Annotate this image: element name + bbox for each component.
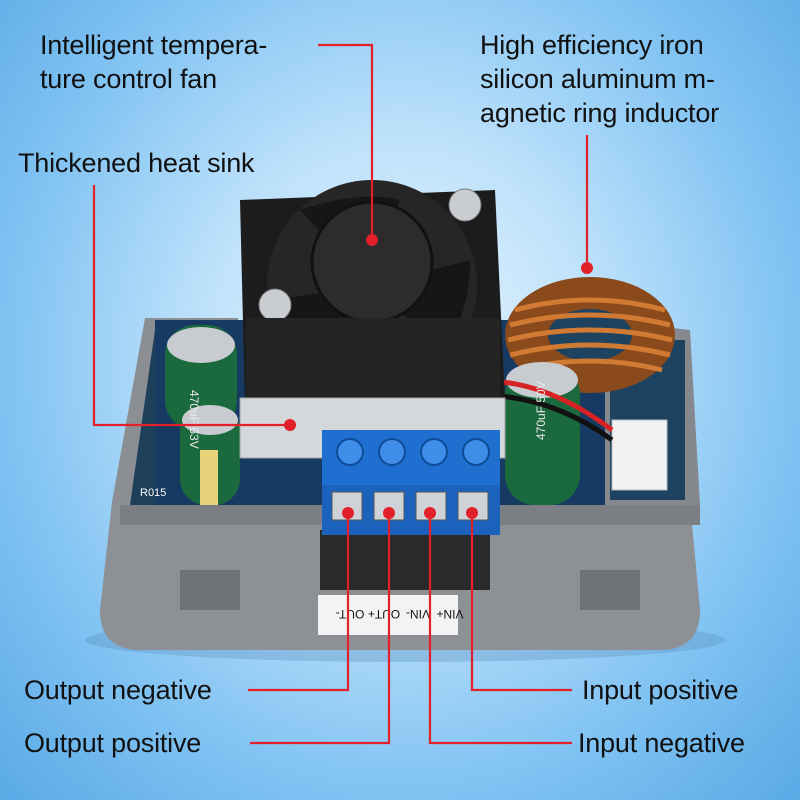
label-vin-neg: VIN- <box>406 607 430 621</box>
callout-dots <box>284 234 593 519</box>
callout-fan: Intelligent tempera- ture control fan <box>40 28 267 96</box>
callout-dot-heatsink <box>284 419 296 431</box>
callout-inductor-line3: agnetic ring inductor <box>480 98 719 128</box>
fan-connector <box>611 419 668 491</box>
callout-dot-in-pos <box>466 507 478 519</box>
callout-heatsink: Thickened heat sink <box>18 146 255 180</box>
callout-line-out-pos <box>250 513 391 745</box>
callout-line-out-neg <box>248 513 350 692</box>
callout-dot-out-neg <box>342 507 354 519</box>
cap-right-label: 470uF 50V <box>534 381 548 440</box>
callout-line-heatsink <box>92 185 290 427</box>
cooling-fan <box>240 180 505 405</box>
label-out-pos: OUT+ <box>368 607 400 621</box>
callout-line-in-neg <box>428 513 572 745</box>
callout-inductor-line1: High efficiency iron <box>480 30 704 60</box>
cap-left-label: 470uF 63V <box>187 390 201 449</box>
callout-inductor: High efficiency iron silicon aluminum m-… <box>480 28 719 130</box>
label-vin-pos: VIN+ <box>436 607 463 621</box>
callout-lines <box>92 43 589 745</box>
callout-fan-line1: Intelligent tempera- <box>40 30 268 60</box>
callout-dot-out-pos <box>383 507 395 519</box>
callout-dot-fan <box>366 234 378 246</box>
callout-heatsink-line1: Thickened heat sink <box>18 148 255 178</box>
callout-input-negative: Input negative <box>578 728 745 758</box>
resistor-label: R015 <box>140 487 166 499</box>
label-out-neg: OUT- <box>336 607 365 621</box>
callout-dot-in-neg <box>424 507 436 519</box>
callout-dot-inductor <box>581 262 593 274</box>
callout-fan-line2: ture control fan <box>40 64 217 94</box>
callout-input-positive: Input positive <box>582 675 739 705</box>
callout-output-positive: Output positive <box>24 728 202 758</box>
callout-inductor-line2: silicon aluminum m- <box>480 64 715 94</box>
callout-line-in-pos <box>470 513 572 692</box>
callout-output-negative: Output negative <box>24 675 212 705</box>
terminal-block <box>322 430 500 535</box>
callout-line-fan <box>318 43 374 240</box>
capacitor-left <box>165 325 240 505</box>
